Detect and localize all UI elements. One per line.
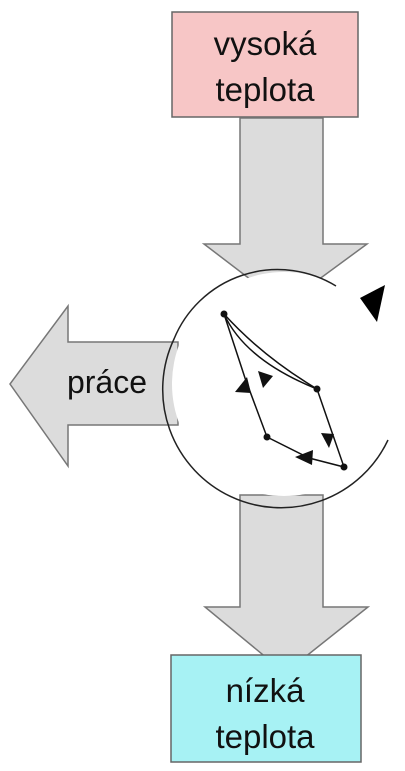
- heat-output-arrow: [202, 494, 371, 674]
- cycle-point: [220, 310, 228, 318]
- thermodynamic-cycle: [220, 310, 348, 471]
- engine-disc: [172, 272, 396, 496]
- cycle-path-inner: [223, 313, 318, 390]
- hot-reservoir-label-line1: vysoká: [214, 25, 317, 62]
- hot-reservoir-label-line2: teplota: [215, 71, 315, 108]
- cycle-point: [263, 433, 271, 441]
- cycle-arrow-icon: [295, 450, 313, 465]
- hot-reservoir-box: [171, 11, 359, 118]
- engine-outline: [161, 268, 389, 509]
- rotation-direction-arrow-icon: [360, 285, 385, 322]
- heat-input-arrow: [201, 117, 370, 306]
- cycle-point: [313, 385, 321, 393]
- cold-reservoir-label-line1: nízká: [226, 672, 306, 709]
- cycle-arrow-icon: [321, 433, 334, 448]
- hot-reservoir: vysoká teplota: [171, 11, 359, 118]
- cycle-arrow-icon: [258, 371, 273, 388]
- work-label: práce: [67, 364, 147, 400]
- cold-reservoir-label-line2: teplota: [215, 718, 315, 755]
- cycle-arrow-icon: [235, 377, 251, 393]
- cold-reservoir: nízká teplota: [170, 654, 362, 763]
- work-arrow: [9, 303, 179, 469]
- cycle-point: [340, 463, 348, 471]
- cold-reservoir-box: [170, 654, 362, 763]
